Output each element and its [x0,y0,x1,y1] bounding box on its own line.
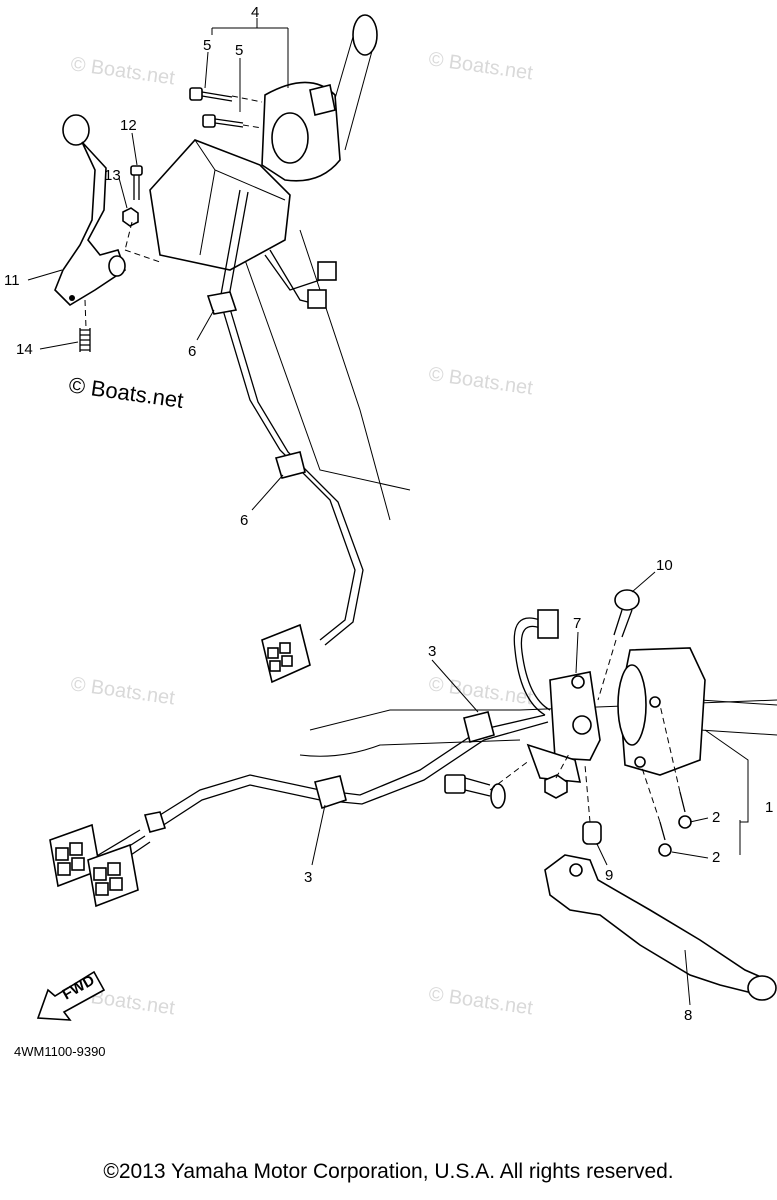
left-handlebar [244,14,411,521]
callout-12: 12 [120,117,137,134]
watermark: © Boats.net [427,48,534,84]
assembly-lines [84,95,681,823]
watermark: © Boats.net [69,673,176,709]
copyright-notice: ©2013 Yamaha Motor Corporation, U.S.A. A… [103,1160,674,1183]
right-switch-housing [617,647,706,776]
leader-lines [27,18,749,1006]
left-switch-box [149,139,291,271]
connector-lower-b [87,843,139,908]
diagram-code: 4WM1100-9390 [14,1044,106,1059]
callout-4: 4 [251,4,259,21]
watermark: © Boats.net [427,363,534,399]
callout-14: 14 [16,341,33,358]
callout-5: 5 [235,42,243,59]
screw-2a [678,791,692,829]
callout-8: 8 [684,1007,692,1024]
brake-master-holder [526,671,601,783]
bolt-and-washer [444,774,506,809]
nut [544,774,568,799]
callout-3: 3 [304,869,312,886]
callout-6: 6 [240,512,248,529]
bolt-12 [130,165,143,200]
screw-2b [658,821,672,857]
watermark: © Boats.net [427,673,534,709]
callout-2: 2 [712,809,720,826]
callouts: 4 5 5 12 13 11 14 6 6 10 7 3 3 1 2 2 9 8 [4,4,773,1024]
screw-5b [202,114,244,128]
nut-13 [122,207,139,227]
fwd-arrow: FWD [36,970,106,1021]
upper-wire-harness [206,189,364,646]
callout-5: 5 [203,37,211,54]
callout-9: 9 [605,867,613,884]
watermark: © Boats.net [427,983,534,1019]
callout-11: 11 [4,272,20,289]
callout-1: 1 [765,799,773,816]
callout-7: 7 [573,615,581,632]
clutch-lever [54,114,126,307]
brand-watermark: © Boats.net [67,372,185,413]
screw-5a [189,87,233,102]
callout-13: 13 [104,167,121,184]
collar-9 [582,821,602,845]
connector-lower-a [49,823,101,888]
watermark: © Boats.net [69,53,176,89]
lower-wire-harness [89,609,559,877]
callout-2: 2 [712,849,720,866]
callout-6: 6 [188,343,196,360]
left-switch-housing [261,81,341,182]
spring-14 [79,328,91,352]
callout-3: 3 [428,643,436,660]
connector-upper [261,623,311,684]
bolt-10 [613,589,640,638]
brake-lever [544,854,777,1001]
callout-10: 10 [656,557,673,574]
